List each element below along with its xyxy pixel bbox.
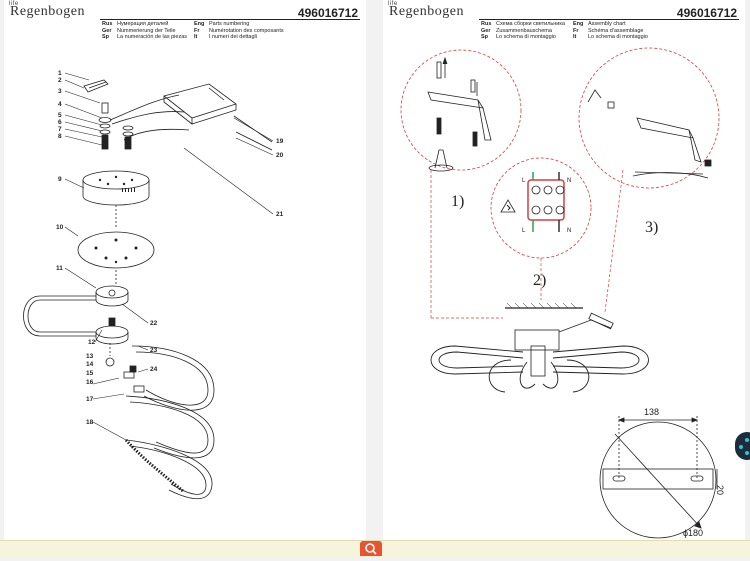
dimension-diameter: ϕ180 (683, 528, 703, 538)
terminal-n-bottom: N (567, 228, 571, 234)
callout-6: 6 (58, 119, 62, 126)
doc-code-right: 496016712 (676, 6, 737, 20)
callout-15: 15 (86, 370, 94, 377)
floating-action-button[interactable] (735, 432, 750, 460)
callout-9: 9 (58, 176, 62, 183)
step-3-label: 3) (645, 219, 658, 236)
assembly-drawing: 1) L N L N 2) (400, 47, 725, 539)
callout-11: 11 (56, 265, 63, 272)
step-3-detail (578, 47, 720, 189)
callout-16: 16 (86, 379, 94, 386)
fab-dot-icon (739, 445, 743, 449)
callout-19: 19 (276, 138, 284, 145)
callout-24: 24 (150, 366, 158, 373)
callout-4: 4 (58, 101, 62, 108)
callout-8: 8 (58, 133, 62, 140)
callout-5: 5 (58, 112, 62, 119)
mounting-plate-outline (599, 421, 717, 539)
terminal-l-top: L (522, 178, 526, 184)
callout-21: 21 (276, 211, 284, 218)
callout-2: 2 (58, 77, 62, 84)
search-button[interactable] (360, 541, 382, 556)
doc-code: 496016712 (297, 6, 358, 20)
callout-17: 17 (86, 396, 94, 403)
callout-12: 12 (88, 339, 96, 346)
callout-13: 13 (86, 353, 94, 360)
callout-18: 18 (86, 419, 94, 426)
step-2-detail (490, 157, 592, 259)
terminal-l-bottom: L (522, 228, 526, 234)
step-1-label: 1) (451, 193, 464, 210)
callout-20: 20 (276, 152, 284, 159)
callout-23: 23 (150, 347, 158, 354)
fab-dot-icon (745, 438, 749, 442)
terminal-n-top: N (567, 178, 571, 184)
callout-3: 3 (58, 88, 62, 95)
callout-22: 22 (150, 320, 158, 327)
callout-14: 14 (86, 361, 94, 368)
exploded-parts-drawing: 1 2 3 4 5 6 7 8 9 10 11 12 13 14 15 16 1… (23, 70, 284, 500)
callout-10: 10 (56, 224, 64, 231)
dimension-height: 20 (715, 485, 725, 495)
fab-dot-icon (745, 451, 749, 455)
step-1-detail (400, 49, 522, 171)
step-2-label: 2) (533, 272, 546, 289)
callout-7: 7 (58, 126, 62, 133)
search-icon (365, 543, 377, 555)
callout-1: 1 (58, 70, 62, 77)
header-rule-right (479, 19, 739, 20)
header-rule (100, 19, 360, 20)
dimension-width: 138 (644, 407, 659, 417)
